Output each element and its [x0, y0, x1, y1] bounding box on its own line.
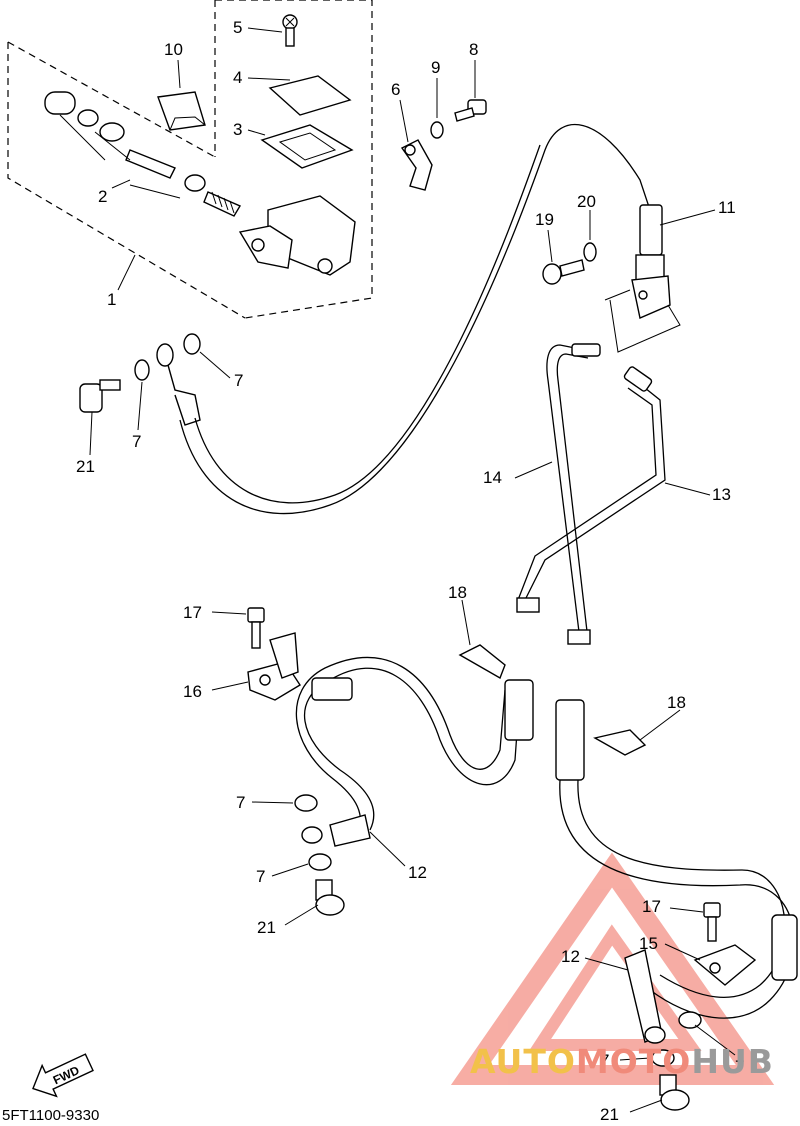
master-cylinder-assembly-outline [7, 0, 373, 319]
reservoir-cap-part [268, 75, 352, 116]
piston-kit-parts [44, 91, 242, 217]
watermark-part-hub: HUB [691, 1042, 774, 1081]
callout-19: 19 [535, 210, 554, 229]
callout-18: 18 [667, 693, 686, 712]
hose-clip-part [593, 729, 647, 756]
diaphragm-part [260, 124, 354, 169]
bolt-part [247, 607, 265, 649]
hose-clip-part [458, 644, 506, 680]
callout-1: 1 [107, 290, 116, 309]
callout-7: 7 [735, 1057, 744, 1076]
callout-15: 15 [639, 934, 658, 953]
callout-16: 16 [183, 682, 202, 701]
watermark-part-auto: AUTO [470, 1042, 576, 1081]
hose-bracket-part [247, 632, 301, 701]
union-bolt-part [79, 379, 121, 413]
brake-hose-upper [156, 124, 651, 515]
callout-11: 11 [718, 198, 736, 217]
boot-part [157, 91, 206, 131]
brake-hose-joint-part [604, 204, 681, 353]
part-callouts: 10 5 4 3 2 1 6 9 8 11 19 20 7 7 21 14 13… [76, 18, 744, 1124]
screw-part [282, 14, 298, 47]
drawing-code: 5FT1100-9330 [2, 1107, 100, 1124]
callout-5: 5 [233, 18, 242, 37]
callout-12: 12 [561, 947, 580, 966]
washer-part [183, 333, 201, 355]
callout-4: 4 [233, 68, 242, 87]
brake-hose-front-left [295, 657, 534, 847]
callout-10: 10 [164, 40, 183, 59]
callout-3: 3 [233, 120, 242, 139]
callout-9: 9 [431, 58, 440, 77]
washer-part [583, 242, 597, 262]
callout-17: 17 [183, 603, 202, 622]
washer-part [134, 359, 150, 381]
union-bolt-part [659, 1074, 690, 1111]
hose-bracket-part [693, 944, 757, 986]
callout-18: 18 [448, 583, 467, 602]
callout-7: 7 [236, 793, 245, 812]
master-cylinder-body [238, 195, 356, 276]
bolt-part [542, 259, 585, 285]
washer-part [308, 853, 332, 871]
washer-part [430, 121, 444, 139]
callout-12: 12 [408, 863, 427, 882]
callout-7: 7 [600, 1051, 609, 1070]
callout-6: 6 [391, 80, 400, 99]
callout-7: 7 [234, 371, 243, 390]
leader-lines [89, 27, 736, 1113]
bolt-part [454, 99, 487, 122]
clamp-holder-part [400, 139, 433, 191]
fwd-label: FWD [51, 1063, 82, 1087]
brake-hose-front-right [555, 699, 798, 1044]
callout-7: 7 [132, 432, 141, 451]
bolt-part [703, 902, 721, 942]
brake-pipes [516, 343, 666, 645]
callout-21: 21 [257, 918, 276, 937]
callout-14: 14 [483, 468, 502, 487]
watermark-logo: AUTOMOTOHUB [470, 1042, 774, 1081]
callout-17: 17 [642, 897, 661, 916]
washer-part [651, 1049, 675, 1067]
callout-2: 2 [98, 187, 107, 206]
callout-13: 13 [712, 485, 731, 504]
washer-part [678, 1011, 702, 1029]
callout-21: 21 [76, 457, 95, 476]
fwd-arrow-icon: FWD [32, 1053, 94, 1098]
callout-20: 20 [577, 192, 596, 211]
callout-8: 8 [469, 40, 478, 59]
callout-7: 7 [256, 867, 265, 886]
watermark-part-moto: MOTO [575, 1042, 692, 1081]
union-bolt-part [315, 879, 345, 916]
callout-21: 21 [600, 1105, 619, 1124]
washer-part [294, 794, 318, 812]
